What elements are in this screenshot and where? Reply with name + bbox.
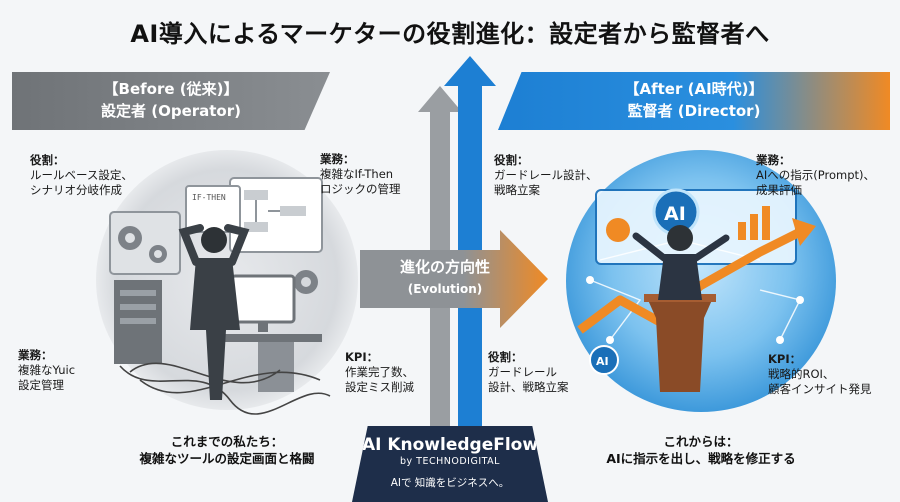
after-banner: 【After (AI時代)】 監督者 (Director) xyxy=(498,72,890,130)
right-role-top-note: 役割： ガードレール設計、 戦略立案 xyxy=(494,153,598,198)
note-head: 役割： xyxy=(30,153,65,167)
note-body: ガードレール設計、 戦略立案 xyxy=(494,168,598,197)
left-kpi-note: KPI： 作業完了数、 設定ミス削減 xyxy=(345,350,414,395)
note-head: KPI： xyxy=(768,352,802,366)
after-banner-line1: 【After (AI時代)】 xyxy=(624,80,764,98)
brand-badge: AI KnowledgeFlow by TECHNODIGITAL AIで 知識… xyxy=(352,426,548,502)
note-head: KPI： xyxy=(345,350,379,364)
before-banner-line1: 【Before (従来)】 xyxy=(103,80,239,98)
right-work-note: 業務： AIへの指示(Prompt)、 成果評価 xyxy=(756,153,875,198)
right-caption-line1: これからは： xyxy=(663,434,739,449)
note-head: 役割： xyxy=(494,153,529,167)
network-node xyxy=(796,296,804,304)
operator-body xyxy=(190,258,240,400)
note-head: 業務： xyxy=(756,153,791,167)
evolution-label-sub: (Evolution) xyxy=(407,282,483,296)
network-node xyxy=(776,336,784,344)
note-head: 業務： xyxy=(320,152,355,166)
page-title: AI導入によるマーケターの役割進化：設定者から監督者へ xyxy=(130,20,770,48)
ai-badge xyxy=(589,345,619,375)
right-caption: これからは： AIに指示を出し、戦略を修正する xyxy=(566,433,836,467)
right-caption-line2: AIに指示を出し、戦略を修正する xyxy=(606,451,796,466)
left-caption-line1: これまでの私たち： xyxy=(170,434,284,449)
before-banner: 【Before (従来)】 設定者 (Operator) xyxy=(12,72,330,130)
desk xyxy=(212,334,322,342)
left-role-note: 役割： ルールベース設定、 シナリオ分岐作成 xyxy=(30,153,133,198)
director-head xyxy=(667,225,693,251)
note-body: AIへの指示(Prompt)、 成果評価 xyxy=(756,168,875,197)
right-kpi-note: KPI： 戦略的ROI、 顧客インサイト発見 xyxy=(768,352,872,397)
ai-orb-label: AI xyxy=(664,203,686,225)
drawer xyxy=(258,342,294,392)
left-caption: これまでの私たち： 複雑なツールの設定画面と格闘 xyxy=(96,433,358,467)
brand-by: by TECHNODIGITAL xyxy=(400,456,500,467)
ifthen-label: IF-THEN xyxy=(192,193,226,202)
after-banner-line2: 監督者 (Director) xyxy=(627,102,761,120)
operator-head xyxy=(201,227,227,253)
pie-chart-icon xyxy=(606,218,630,242)
note-head: 業務： xyxy=(18,348,53,362)
brand-tagline: AIで 知識をビジネスへ。 xyxy=(390,477,510,489)
evolution-label-main: 進化の方向性 xyxy=(399,258,490,276)
left-caption-line2: 複雑なツールの設定画面と格闘 xyxy=(139,451,315,466)
right-role-bottom-note: 役割： ガードレール 設計、戦略立案 xyxy=(488,350,569,395)
brand-name: AI KnowledgeFlow xyxy=(361,435,539,455)
left-work-top-note: 業務： 複雑なIf-Then ロジックの管理 xyxy=(320,152,401,197)
ai-badge-label: AI xyxy=(596,355,609,368)
bar-chart-icon xyxy=(738,222,746,240)
network-node xyxy=(586,276,594,284)
note-body: ガードレール 設計、戦略立案 xyxy=(488,365,569,394)
podium xyxy=(648,300,712,392)
blue-up-arrow xyxy=(444,56,496,426)
before-banner-line2: 設定者 (Operator) xyxy=(101,102,241,120)
director-body xyxy=(658,254,702,300)
note-body: 戦略的ROI、 顧客インサイト発見 xyxy=(768,367,872,396)
network-node xyxy=(606,336,614,344)
note-body: 複雑なYuic 設定管理 xyxy=(18,363,76,392)
evolution-label: 進化の方向性 (Evolution) xyxy=(370,256,520,300)
note-body: 複雑なIf-Then ロジックの管理 xyxy=(320,167,401,196)
left-work-bottom-note: 業務： 複雑なYuic 設定管理 xyxy=(18,348,75,393)
note-body: ルールベース設定、 シナリオ分岐作成 xyxy=(30,168,133,197)
note-head: 役割： xyxy=(488,350,523,364)
note-body: 作業完了数、 設定ミス削減 xyxy=(345,365,414,394)
